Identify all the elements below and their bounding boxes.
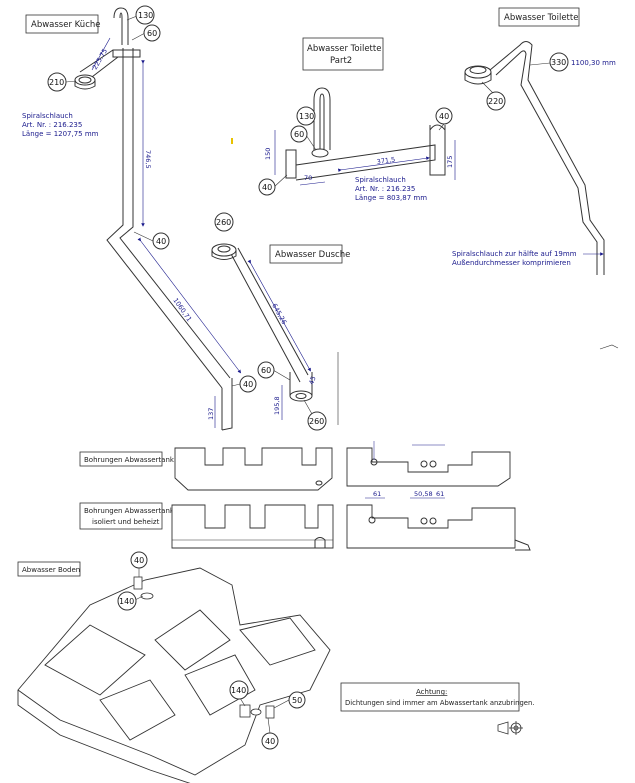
toilette-part2-pipes: [285, 87, 446, 181]
toilette-part2-title-1: Abwasser Toilette: [307, 44, 381, 54]
bubble-t40-b: 40: [435, 107, 453, 131]
svg-text:210: 210: [49, 78, 64, 87]
kueche-dim-diag: 1060,71: [171, 297, 193, 324]
svg-text:330: 330: [551, 58, 566, 67]
bubble-d260: 260: [214, 212, 234, 232]
toilette-note-2: Außendurchmesser komprimieren: [452, 259, 571, 267]
t-dim-3715: 371,5: [376, 155, 396, 166]
bubble-b50: 50: [273, 691, 306, 709]
bubble-210: 210: [47, 72, 77, 92]
bubble-t40-a: 40: [258, 174, 288, 196]
svg-text:260: 260: [216, 218, 231, 227]
bubble-t130: 130: [296, 106, 316, 126]
svg-text:40: 40: [265, 737, 275, 746]
tank-iso-side-view: [171, 504, 334, 549]
toilette-length: 1100,30 mm: [571, 59, 616, 67]
svg-text:40: 40: [134, 556, 144, 565]
svg-text:40: 40: [262, 183, 272, 192]
t2-note-1: Spiralschlauch: [355, 176, 406, 184]
tank-iso-front-view: [346, 504, 516, 549]
bubble-40-a: 40: [133, 231, 170, 250]
kueche-note-1: Spiralschlauch: [22, 112, 73, 120]
toilette-title: Abwasser Toilette: [504, 13, 578, 23]
kueche-title: Abwasser Küche: [31, 20, 100, 30]
svg-text:140: 140: [231, 686, 246, 695]
toilette-note-1: Spiralschlauch zur hälfte auf 19mm: [452, 250, 577, 258]
floor-tank-iso: [17, 567, 331, 783]
boden-section: Abwasser Boden 40 140: [17, 551, 534, 783]
t2-note-3: Länge = 803,87 mm: [355, 194, 427, 202]
bubble-b140b: 140: [229, 680, 249, 707]
t-dim-175: 175: [446, 156, 454, 168]
tank-front-view: [346, 447, 511, 487]
bubble-t60: 60: [290, 125, 317, 151]
bohrungen-title: Bohrungen Abwassertank: [84, 456, 175, 464]
svg-text:60: 60: [261, 366, 271, 375]
projection-symbol-icon: [497, 721, 523, 735]
dusche-title: Abwasser Dusche: [275, 250, 350, 260]
toilette-section: Abwasser Toilette 330 1100,30 mm 220 Spi…: [452, 7, 616, 275]
bohrungen-iso-section: Bohrungen Abwassertank isoliert und behe…: [79, 490, 531, 551]
kueche-pipes: [79, 7, 233, 431]
svg-text:50: 50: [292, 696, 302, 705]
toilette-pipes: [489, 41, 605, 275]
bubble-b140: 140: [117, 591, 144, 611]
bubble-220: 220: [481, 81, 506, 111]
bubble-40-b: 40: [231, 375, 257, 393]
floor-fittings: [133, 576, 275, 719]
hole-dim-61a: 61: [373, 490, 381, 498]
d-dim-1958: 195,8: [273, 396, 281, 415]
kueche-dim-top: 225.75: [91, 47, 109, 71]
achtung-box: [340, 682, 520, 712]
bohrungen-iso-title-1: Bohrungen Abwassertank: [84, 507, 175, 515]
kueche-dim-long: 746,5: [144, 150, 152, 169]
kueche-section: Abwasser Küche 225.75 746,5 1060,71 137 …: [22, 5, 257, 431]
bubble-b40: 40: [130, 551, 148, 577]
svg-text:130: 130: [299, 112, 314, 121]
t2-note-2: Art. Nr. : 216.235: [355, 185, 415, 193]
svg-text:60: 60: [147, 29, 157, 38]
bohrungen-iso-title-2: isoliert und beheizt: [92, 518, 160, 526]
svg-text:40: 40: [243, 380, 253, 389]
tank-side-view: [174, 447, 333, 491]
hole-dim-61b: 61: [436, 490, 444, 498]
kueche-note-3: Länge = 1207,75 mm: [22, 130, 99, 138]
bubble-60: 60: [131, 24, 161, 42]
boden-title: Abwasser Boden: [22, 566, 80, 574]
svg-text:130: 130: [138, 11, 153, 20]
arrow-glyph: [599, 344, 619, 350]
svg-text:40: 40: [156, 237, 166, 246]
t-dim-150: 150: [264, 148, 272, 160]
bubble-d260b: 260: [303, 399, 327, 431]
hole-dim-5058: 50,58: [414, 490, 433, 498]
svg-text:140: 140: [119, 597, 134, 606]
achtung-text: Dichtungen sind immer am Abwassertank an…: [345, 699, 534, 707]
marker: [231, 138, 233, 144]
t-dim-70: 70: [304, 174, 312, 182]
dusche-section: Abwasser Dusche 645,26 195,8 45 260 60 2…: [211, 212, 350, 431]
svg-text:60: 60: [294, 130, 304, 139]
bohrungen-section: Bohrungen Abwassertank: [79, 441, 511, 491]
bubble-d60: 60: [257, 361, 291, 381]
bubble-130: 130: [126, 5, 155, 25]
svg-text:220: 220: [488, 97, 503, 106]
achtung-title: Achtung:: [416, 688, 447, 696]
svg-text:40: 40: [439, 112, 449, 121]
toilette-part2-section: Abwasser Toilette Part2 150 70 371,5 175…: [258, 37, 456, 202]
kueche-dim-bot: 137: [207, 408, 215, 420]
svg-text:260: 260: [309, 417, 324, 426]
d-dim-45: 45: [307, 375, 317, 386]
toilette-part2-title-2: Part2: [330, 56, 352, 66]
bubble-b40b: 40: [261, 717, 279, 750]
bubble-330: 330: [529, 52, 569, 72]
kueche-note-2: Art. Nr. : 216.235: [22, 121, 82, 129]
